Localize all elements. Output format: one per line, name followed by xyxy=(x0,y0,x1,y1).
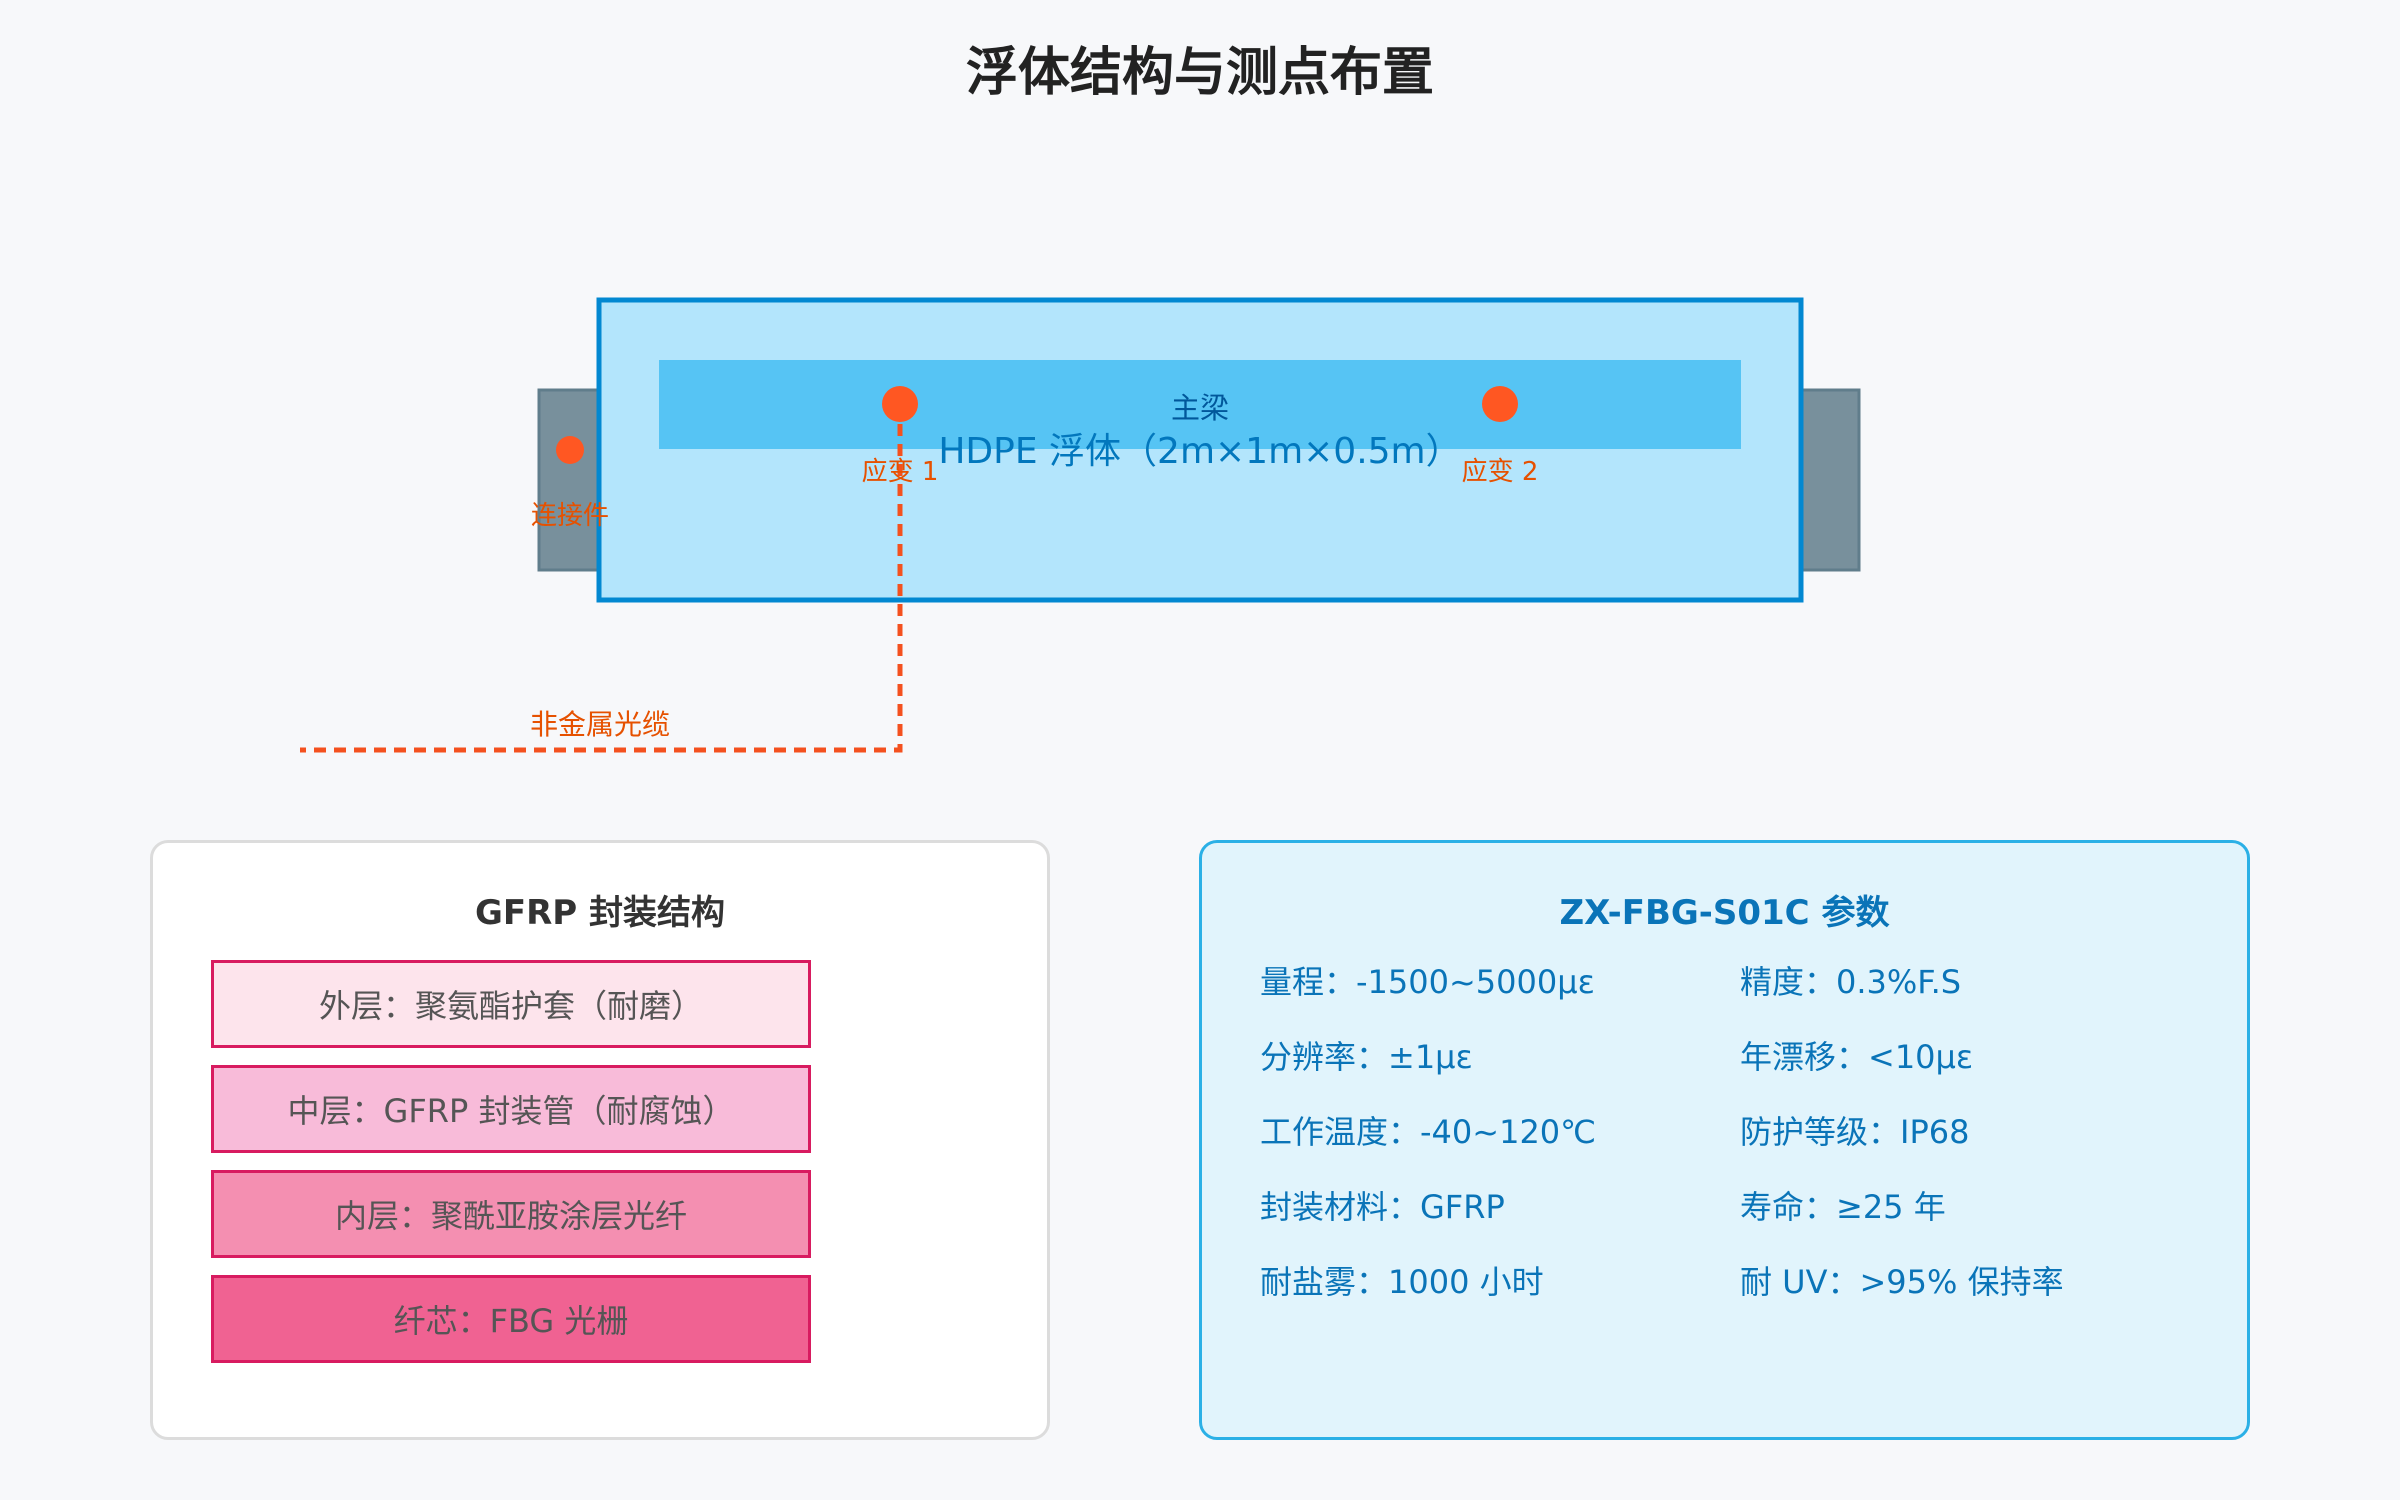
float-diagram: 主梁 HDPE 浮体（2m×1m×0.5m） 非金属光缆 应变 1 应变 2 连… xyxy=(300,297,1861,753)
beam-label: 主梁 xyxy=(1171,391,1229,425)
hdpe-float xyxy=(596,297,1804,603)
layer-outer: 外层：聚氨酯护套（耐磨） xyxy=(211,960,811,1048)
layer-middle: 中层：GFRP 封装管（耐腐蚀） xyxy=(211,1065,811,1153)
param-accuracy: 精度：0.3%F.S xyxy=(1740,963,1962,1001)
main-beam xyxy=(659,360,1741,449)
connector-right xyxy=(1797,388,1861,572)
cable-label: 非金属光缆 xyxy=(530,708,670,741)
connector-label: 连接件 xyxy=(531,501,609,531)
param-drift: 年漂移：<10με xyxy=(1740,1038,1974,1076)
param-resolution: 分辨率：±1με xyxy=(1260,1038,1473,1076)
strain-sensor-2 xyxy=(1482,386,1518,422)
strain-sensor-1 xyxy=(882,386,918,422)
page-title: 浮体结构与测点布置 xyxy=(965,43,1434,103)
fiber-cable xyxy=(300,404,903,753)
param-temperature: 工作温度：-40~120℃ xyxy=(1260,1113,1597,1151)
param-lifetime: 寿命：≥25 年 xyxy=(1740,1188,1946,1226)
param-range: 量程：-1500~5000με xyxy=(1260,963,1595,1001)
layer-middle-label: 中层：GFRP 封装管（耐腐蚀） xyxy=(287,1092,735,1130)
float-label: HDPE 浮体（2m×1m×0.5m） xyxy=(938,431,1461,472)
gfrp-packaging-panel: GFRP 封装结构 外层：聚氨酯护套（耐磨） 中层：GFRP 封装管（耐腐蚀） … xyxy=(150,840,1050,1440)
strain-label-1: 应变 1 xyxy=(862,457,939,487)
strain-label-2: 应变 2 xyxy=(1462,457,1539,487)
layer-core: 纤芯：FBG 光栅 xyxy=(211,1275,811,1363)
packaging-title: GFRP 封装结构 xyxy=(474,893,726,933)
param-protection: 防护等级：IP68 xyxy=(1740,1113,1970,1151)
layer-inner-label: 内层：聚酰亚胺涂层光纤 xyxy=(334,1197,687,1235)
layer-outer-label: 外层：聚氨酯护套（耐磨） xyxy=(318,987,703,1025)
sensor-params-panel: ZX-FBG-S01C 参数 量程：-1500~5000με 精度：0.3%F.… xyxy=(1199,840,2250,1440)
param-material: 封装材料：GFRP xyxy=(1260,1188,1505,1226)
params-title: ZX-FBG-S01C 参数 xyxy=(1559,893,1890,933)
connector-sensor xyxy=(556,436,584,464)
connector-left xyxy=(537,388,603,572)
param-salt-spray: 耐盐雾：1000 小时 xyxy=(1260,1263,1544,1301)
param-uv: 耐 UV：>95% 保持率 xyxy=(1740,1263,2064,1301)
layer-core-label: 纤芯：FBG 光栅 xyxy=(393,1302,629,1340)
layer-inner: 内层：聚酰亚胺涂层光纤 xyxy=(211,1170,811,1258)
